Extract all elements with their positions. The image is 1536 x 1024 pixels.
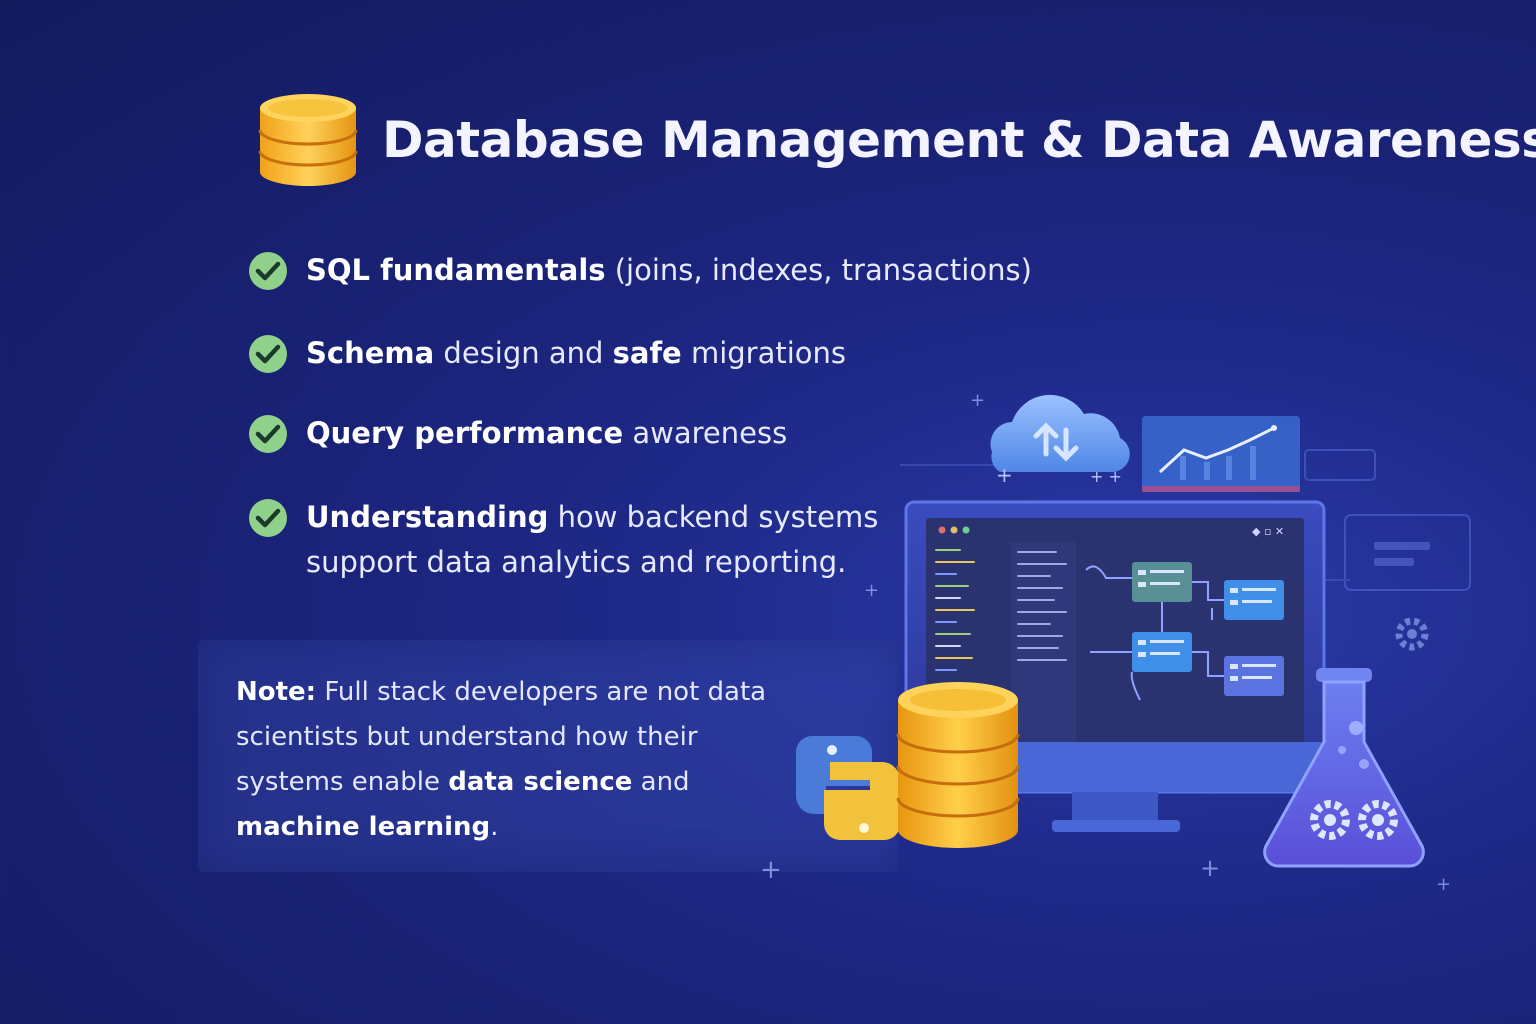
data-illustration: + + + ◆ ▫ ✕ [760,390,1471,895]
svg-text:+ +: + + [1090,467,1122,486]
gear-icon [1395,617,1429,651]
svg-text:+: + [864,580,879,601]
svg-text:+: + [760,855,782,885]
sparkles: + + + + + [760,390,1451,895]
svg-text:+: + [996,463,1013,487]
bullet-text: Schema design and safe migrations [306,336,847,370]
schema-diagram [1085,562,1284,701]
svg-text:+: + [970,390,985,411]
bullet-item: Schema design and safe migrations [248,331,846,376]
python-logo-icon [796,736,900,840]
bullet-text: SQL fundamentals (joins, indexes, transa… [306,253,1032,287]
cloud-sync-icon: + + + [990,394,1130,487]
bullet-item: SQL fundamentals (joins, indexes, transa… [248,248,1032,293]
database-icon [258,94,358,186]
database-stack-icon [896,682,1020,848]
page-title: Database Management & Data Awareness [382,111,1536,169]
check-circle-icon [249,335,287,373]
bullet-item: Query performance awareness [248,411,787,456]
monitor-diagram: ◆ ▫ ✕ [904,500,1326,832]
check-circle-icon [249,252,287,290]
svg-text:+: + [1436,874,1451,895]
check-circle-icon [249,499,287,537]
bullet-text: Query performance awareness [306,416,788,450]
note-text: Note: Full stack developers are not data… [236,677,767,842]
note-box: Note: Full stack developers are not data… [198,640,898,872]
check-circle-icon [249,415,287,453]
flask-gears-icon [1263,668,1425,868]
svg-text:+: + [1200,854,1220,882]
svg-text:◆ ▫ ✕: ◆ ▫ ✕ [1252,525,1284,538]
bullet-text: Understanding how backend systems suppor… [306,500,879,579]
bullet-item: Understanding how backend systems suppor… [248,495,888,585]
line-chart-panel [1142,416,1300,492]
title-row: Database Management & Data Awareness [258,90,1536,190]
